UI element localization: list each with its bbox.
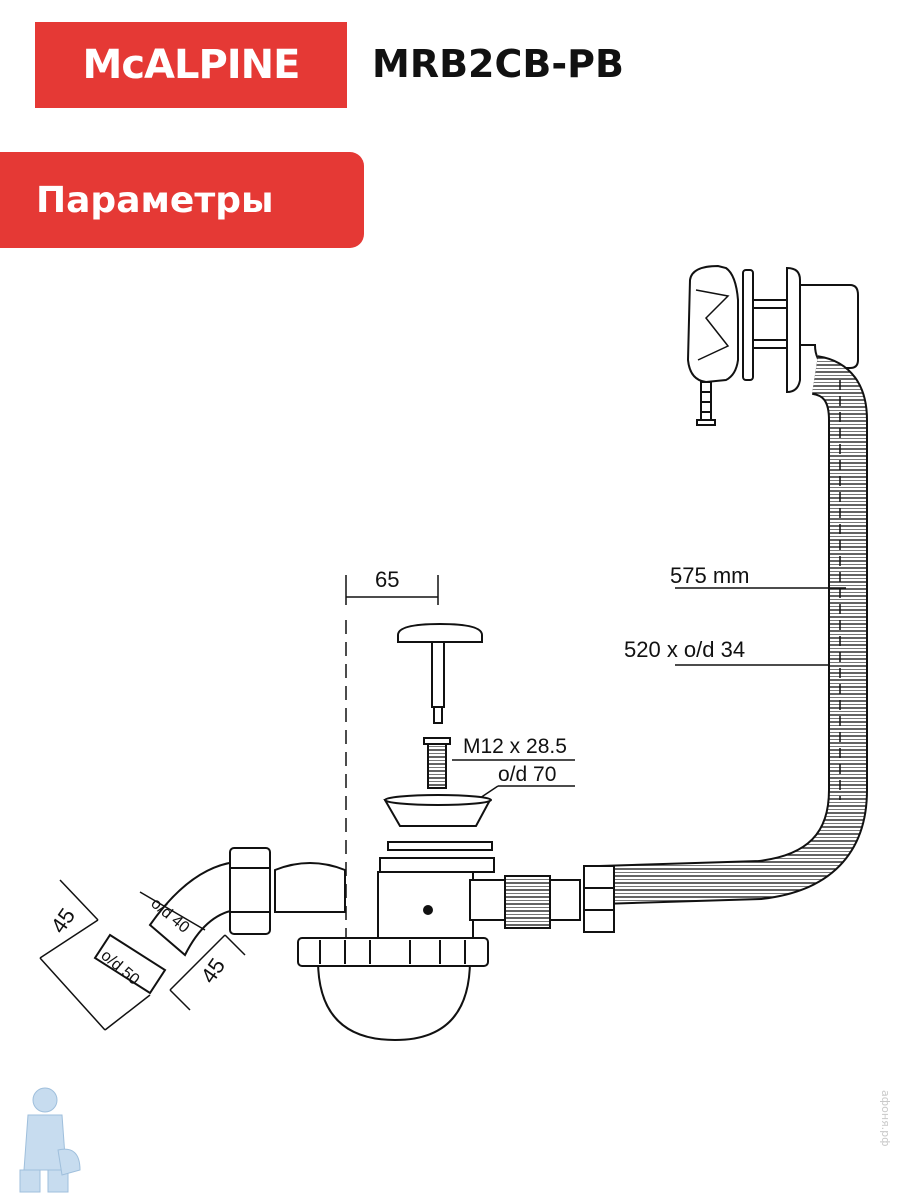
watermark-text: афоня.рф xyxy=(879,1090,892,1147)
outlet-dimensions xyxy=(39,879,246,1031)
flexible-hose xyxy=(599,355,868,905)
hose-dimensions xyxy=(675,587,846,666)
trap-body xyxy=(274,862,489,1042)
section-title: Параметры xyxy=(36,179,274,221)
overflow-assembly xyxy=(686,264,859,426)
brand-logo: McALPINE xyxy=(35,22,347,108)
outlet-elbow xyxy=(93,847,271,995)
model-number: MRB2CB-PB xyxy=(372,42,624,86)
brand-logo-text: McALPINE xyxy=(82,42,301,88)
waste-flange xyxy=(379,794,495,873)
dim-45a-label: 45 xyxy=(46,903,81,937)
hose-length-label: 575 mm xyxy=(670,563,749,588)
hose-size-label: 520 x o/d 34 xyxy=(624,637,745,662)
flange-label: o/d 70 xyxy=(498,763,556,786)
section-banner: Параметры xyxy=(0,152,364,248)
plumber-mascot-icon xyxy=(19,1087,81,1193)
thread-label: M12 x 28.5 xyxy=(463,735,567,758)
dim-65-label: 65 xyxy=(375,567,399,592)
dim-65 xyxy=(345,575,439,605)
overflow-connector xyxy=(469,865,615,933)
plug-assembly xyxy=(397,622,483,789)
plug-dim-leaders xyxy=(452,759,575,799)
